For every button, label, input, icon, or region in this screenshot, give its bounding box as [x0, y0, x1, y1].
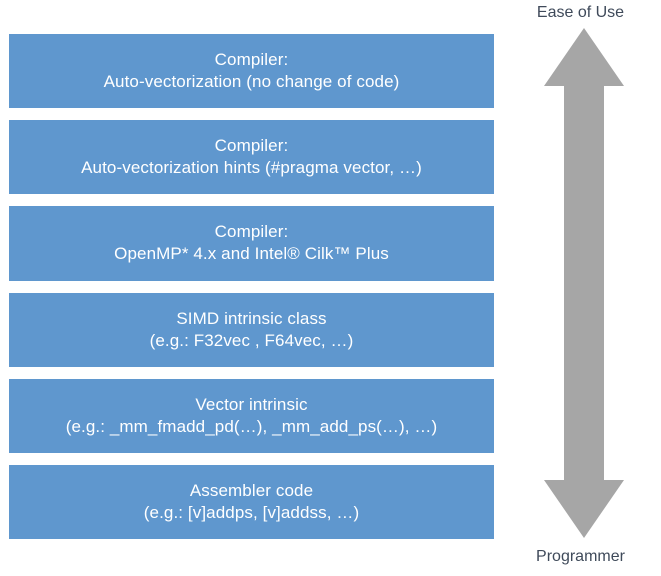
level-detail: Auto-vectorization hints (#pragma vector…	[81, 158, 422, 178]
axis-bottom-label: Programmer	[536, 548, 625, 565]
level-detail: OpenMP* 4.x and Intel® Cilk™ Plus	[114, 244, 389, 264]
level-box-openmp-cilk-plus: Compiler: OpenMP* 4.x and Intel® Cilk™ P…	[9, 206, 494, 281]
ease-of-use-axis: Ease of Use Programmer	[500, 0, 661, 576]
level-title: SIMD intrinsic class	[176, 308, 327, 328]
level-detail: (e.g.: [v]addps, [v]addss, …)	[143, 502, 360, 522]
vectorization-level-stack: Compiler: Auto-vectorization (no change …	[9, 34, 494, 540]
level-title: Compiler:	[214, 136, 289, 156]
level-detail: (e.g.: F32vec , F64vec, …)	[149, 330, 354, 350]
level-box-assembler-code: Assembler code (e.g.: [v]addps, [v]addss…	[9, 464, 494, 540]
level-box-simd-intrinsic-class: SIMD intrinsic class (e.g.: F32vec , F64…	[9, 292, 494, 367]
level-box-auto-vectorization-hints: Compiler: Auto-vectorization hints (#pra…	[9, 120, 494, 195]
level-title: Vector intrinsic	[195, 394, 308, 414]
level-box-auto-vectorization: Compiler: Auto-vectorization (no change …	[9, 34, 494, 109]
double-headed-vertical-arrow-icon	[544, 28, 624, 538]
axis-top-label: Ease of Use	[536, 4, 625, 21]
level-title: Assembler code	[189, 480, 314, 500]
level-box-vector-intrinsic: Vector intrinsic (e.g.: _mm_fmadd_pd(…),…	[9, 378, 494, 453]
level-title: Compiler:	[214, 222, 289, 242]
level-title: Compiler:	[214, 49, 289, 69]
level-detail: Auto-vectorization (no change of code)	[103, 72, 400, 92]
level-detail: (e.g.: _mm_fmadd_pd(…), _mm_add_ps(…), ……	[65, 416, 438, 436]
